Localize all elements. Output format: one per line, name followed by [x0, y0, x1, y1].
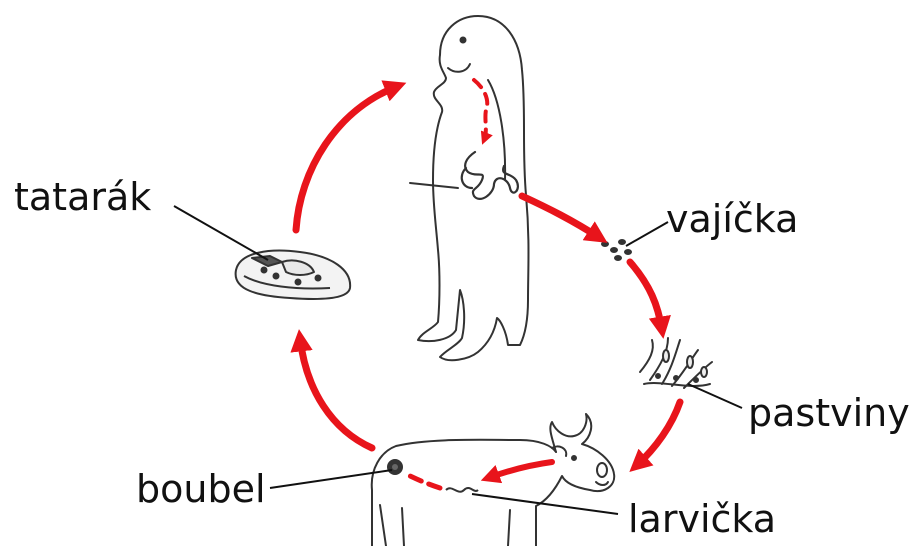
label-pastviny: pastviny	[748, 394, 910, 432]
label-vajicka: vajíčka	[666, 200, 798, 238]
leader-tatarak	[174, 206, 268, 260]
label-larvicka: larvička	[628, 500, 776, 538]
arrow-eggs-to-pasture	[630, 262, 662, 330]
arrow-cow-to-meat	[300, 338, 372, 448]
tapeworm-icon	[462, 152, 518, 199]
larva-icon	[446, 488, 478, 492]
tatarak-meat-icon	[236, 251, 351, 299]
lifecycle-arrows	[296, 80, 680, 488]
cow-figure	[372, 414, 614, 546]
leader-larvicka	[472, 494, 618, 514]
eggs-icon	[601, 239, 632, 261]
label-boubel: boubel	[136, 470, 266, 508]
pasture-grass-icon	[640, 338, 712, 388]
arrow-meat-to-human	[296, 86, 398, 230]
leader-vajicka	[626, 222, 668, 246]
arrow-human-to-eggs	[522, 196, 600, 238]
leader-pastviny	[688, 384, 742, 408]
arrow-pasture-to-cow	[636, 402, 680, 466]
arrow-larva-to-cyst	[406, 474, 440, 488]
leader-boubel	[270, 470, 392, 488]
arrow-mouth-to-larva	[488, 462, 552, 478]
boubel-cyst-icon	[387, 459, 403, 475]
arrow-digestion	[474, 80, 487, 140]
label-tatarak: tatarák	[14, 178, 151, 216]
